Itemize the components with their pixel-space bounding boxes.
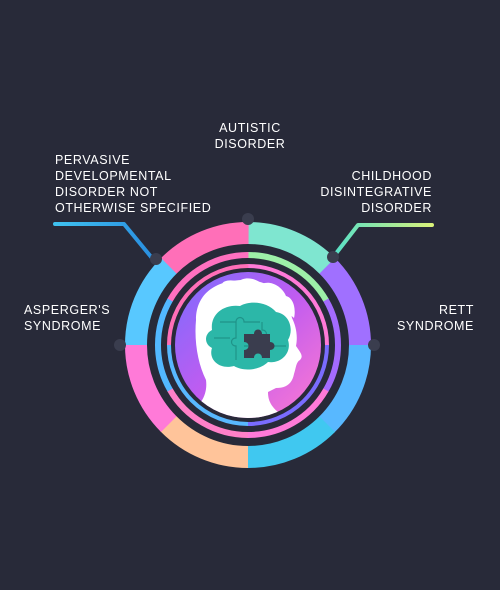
label-line: DISINTEGRATIVE (320, 185, 432, 199)
outer-ring-segment (125, 257, 178, 346)
center-illustration (175, 272, 321, 418)
outer-ring-segment (247, 416, 335, 469)
middle-ring-segment (167, 251, 249, 302)
puzzle-piece-icon (244, 329, 275, 358)
label-pervasive-developmental-disorder: PERVASIVE DEVELOPMENTAL DISORDER NOT OTH… (55, 152, 211, 216)
junction-dot-cdd (327, 251, 339, 263)
middle-ring-segment (323, 298, 341, 392)
label-line: DISORDER (361, 201, 432, 215)
outer-ring-segment (124, 344, 177, 432)
outer-ring-segment (160, 415, 249, 468)
inner-ring-segment (167, 263, 249, 346)
label-asperger-syndrome: ASPERGER'S SYNDROME (24, 302, 110, 334)
label-childhood-disintegrative-disorder: CHILDHOOD DISINTEGRATIVE DISORDER (300, 168, 432, 216)
label-line: DISORDER (214, 137, 286, 151)
label-line: ASPERGER'S (24, 303, 111, 317)
label-line: AUTISTIC (219, 121, 281, 135)
label-autistic-disorder: AUTISTIC DISORDER (200, 120, 300, 152)
connector-pdd (53, 222, 154, 260)
junction-dot-autistic (242, 213, 254, 225)
label-line: DISORDER NOT (55, 185, 159, 199)
middle-ring-segment (247, 388, 329, 439)
label-line: OTHERWISE SPECIFIED (55, 201, 212, 215)
outer-ring (124, 221, 372, 469)
inner-ring-segment (166, 344, 249, 426)
label-line: PERVASIVE (55, 153, 131, 167)
junction-dot-rett (368, 339, 380, 351)
label-line: CHILDHOOD (351, 169, 432, 183)
outer-ring-segment (319, 258, 372, 346)
inner-ring-segment (247, 344, 329, 427)
label-line: RETT (438, 303, 474, 317)
middle-ring-segment (155, 298, 173, 392)
outer-ring-segment (247, 222, 336, 275)
inner-ring-segment (247, 264, 330, 346)
middle-ring-segment (247, 252, 329, 302)
label-rett-syndrome: RETT SYNDROME (390, 302, 474, 334)
outer-ring-segment (318, 344, 371, 433)
label-line: SYNDROME (24, 319, 102, 333)
outer-ring-segment (161, 221, 249, 274)
label-line: DEVELOPMENTAL (55, 169, 172, 183)
junction-dots (114, 213, 380, 351)
middle-ring-segment (167, 388, 249, 438)
junction-dot-pdd (150, 253, 162, 265)
label-line: SYNDROME (396, 319, 474, 333)
connectors (22, 156, 478, 347)
connector-cdd (332, 223, 434, 258)
junction-dot-asperger (114, 339, 126, 351)
